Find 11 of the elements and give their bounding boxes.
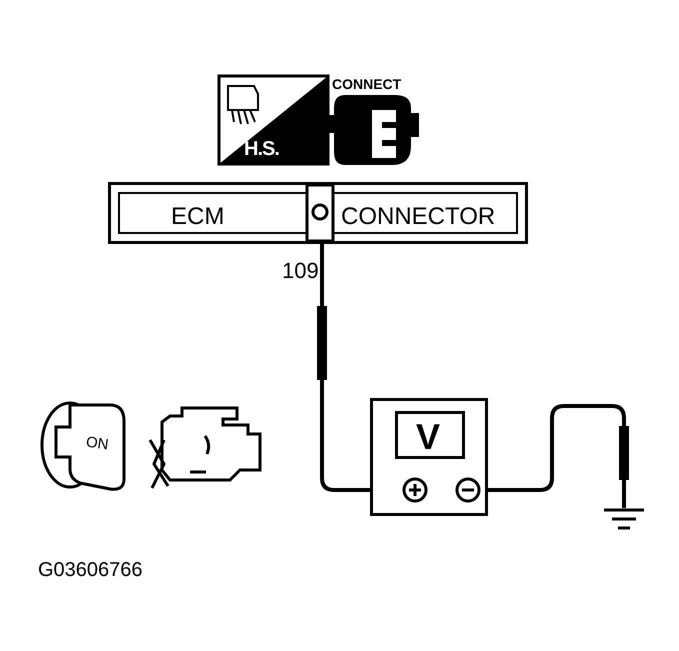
- key-position-text: ON: [85, 434, 110, 452]
- meter-symbol: V: [416, 419, 440, 455]
- icon-caption: CONNECT: [332, 77, 402, 91]
- icon-caption: H.S.: [244, 139, 279, 159]
- connector-name: CONNECTOR: [341, 205, 496, 229]
- voltmeter: [370, 398, 488, 516]
- connector-block: [108, 182, 528, 244]
- connector-name: ECM: [171, 205, 224, 229]
- ground-symbol: [604, 508, 644, 532]
- figure-code: G03606766: [38, 560, 143, 580]
- pin-number: 109: [282, 260, 319, 282]
